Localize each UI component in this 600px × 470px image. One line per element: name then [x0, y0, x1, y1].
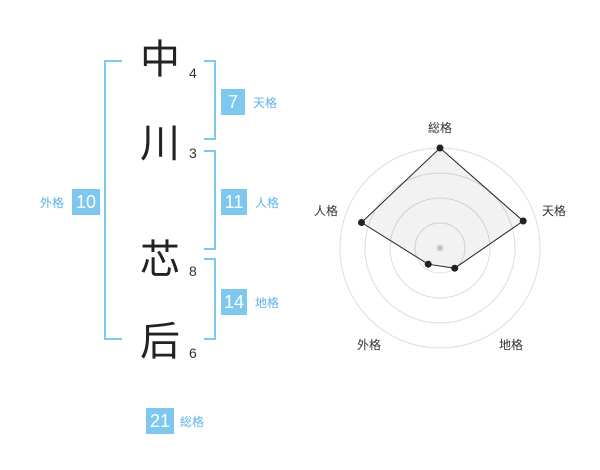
- stroke-count-2: 3: [189, 145, 197, 161]
- radar-ring-3: [364, 172, 516, 324]
- tenkaku-badge: 7: [221, 89, 245, 115]
- radar-ring-1: [414, 222, 466, 274]
- radar-point-3: [451, 264, 459, 272]
- radar-ring-2: [389, 197, 491, 299]
- radar-axis-label-4: 外格: [357, 338, 382, 352]
- tenkaku-label: 天格: [253, 96, 278, 110]
- gaikaku-label: 外格: [40, 196, 65, 210]
- gaikaku-bracket: [104, 60, 122, 340]
- radar-axis-label-1: 総格: [428, 121, 453, 135]
- radar-axis-label-2: 天格: [542, 204, 567, 218]
- radar-point-1: [436, 144, 444, 152]
- radar-point-5: [358, 219, 365, 226]
- name-char-4: 后: [140, 319, 180, 365]
- chikaku-badge: 14: [221, 289, 247, 315]
- soukaku-label: 総格: [180, 415, 205, 429]
- radar-axis-label-5: 人格: [314, 204, 339, 218]
- stroke-count-3: 8: [189, 263, 197, 279]
- jinkaku-bracket: [204, 150, 216, 250]
- tenkaku-bracket: [204, 60, 216, 140]
- jinkaku-label: 人格: [255, 196, 280, 210]
- stroke-count-4: 6: [189, 345, 197, 361]
- name-char-3: 芯: [140, 237, 180, 283]
- radar-point-2: [519, 217, 527, 225]
- stroke-count-1: 4: [189, 65, 197, 81]
- name-char-1: 中: [140, 37, 180, 83]
- jinkaku-badge: 11: [221, 189, 247, 215]
- radar-center: [437, 245, 443, 251]
- chikaku-bracket: [204, 258, 216, 340]
- radar-point-4: [424, 260, 432, 268]
- gaikaku-badge: 10: [72, 189, 100, 215]
- chikaku-label: 地格: [255, 296, 280, 310]
- name-char-2: 川: [140, 121, 180, 167]
- radar-series-polygon: [360, 147, 525, 269]
- soukaku-badge: 21: [146, 408, 174, 434]
- radar-axis-label-3: 地格: [499, 338, 524, 352]
